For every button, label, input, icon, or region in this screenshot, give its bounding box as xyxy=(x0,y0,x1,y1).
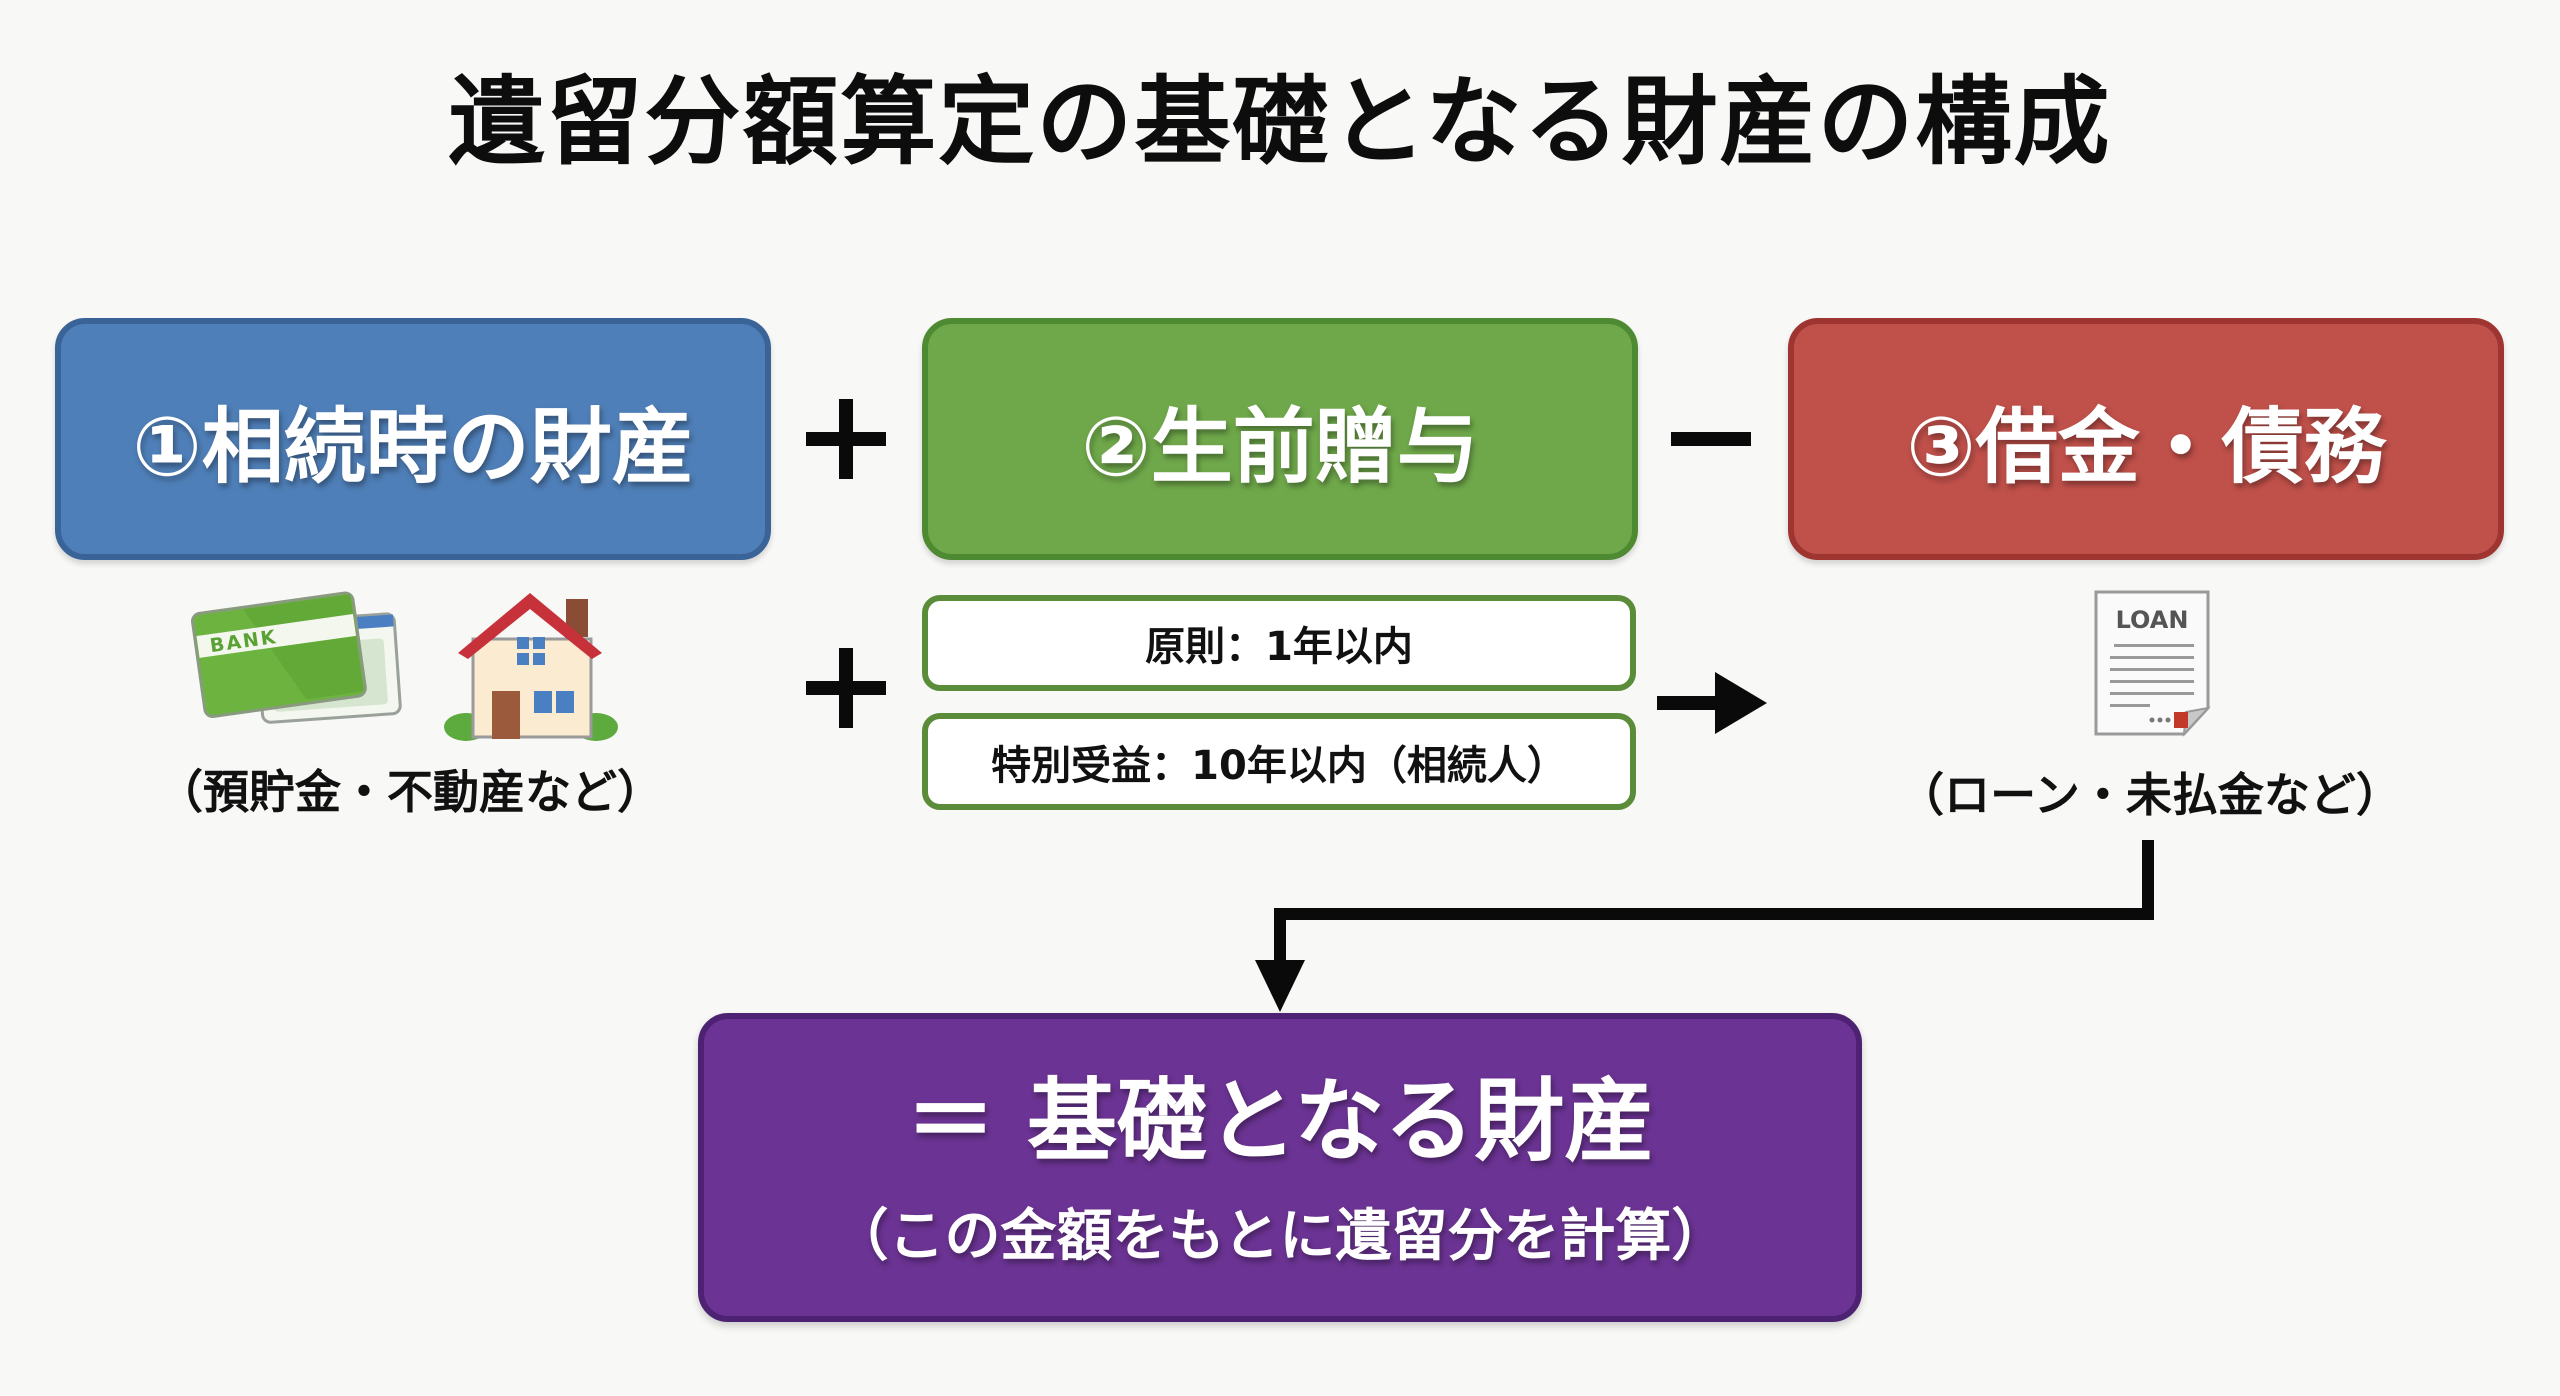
inheritance-assets-caption: （預貯金・不動産など） xyxy=(157,765,663,819)
lifetime-gifts-box: ②生前贈与 xyxy=(922,318,1638,560)
bank-card-icon: BANK xyxy=(190,591,402,724)
gift-rule-special-benefit-text: 特別受益：10年以内（相続人） xyxy=(991,742,1567,789)
flow-connector-arrow xyxy=(1255,840,2154,1012)
inheritance-assets-label: ①相続時の財産 xyxy=(132,399,694,495)
minus-operator-icon xyxy=(1671,399,1751,479)
debts-box: ③借金・債務 xyxy=(1788,318,2504,560)
diagram-title: 遺留分額算定の基礎となる財産の構成 xyxy=(448,66,2112,178)
result-box: ＝ 基礎となる財産 （この金額をもとに遺留分を計算） xyxy=(698,1013,1862,1322)
loan-document-text: LOAN xyxy=(2116,606,2189,634)
result-label: ＝ 基礎となる財産 xyxy=(905,1069,1655,1174)
lifetime-gifts-label: ②生前贈与 xyxy=(1081,399,1479,495)
gift-rule-special-benefit: 特別受益：10年以内（相続人） xyxy=(922,713,1636,810)
house-icon xyxy=(444,593,618,741)
loan-document-icon: LOAN xyxy=(2094,590,2211,737)
result-note: （この金額をもとに遺留分を計算） xyxy=(832,1204,1728,1269)
right-arrow-icon xyxy=(1657,672,1767,734)
plus-operator-icon xyxy=(806,648,886,728)
debts-label: ③借金・債務 xyxy=(1906,399,2386,495)
inheritance-assets-box: ①相続時の財産 xyxy=(55,318,771,560)
gift-rule-general: 原則：1年以内 xyxy=(922,595,1636,691)
gift-rule-general-text: 原則：1年以内 xyxy=(1145,624,1413,670)
plus-operator-icon xyxy=(806,399,886,479)
debts-caption: （ローン・未払金など） xyxy=(1898,768,2402,822)
